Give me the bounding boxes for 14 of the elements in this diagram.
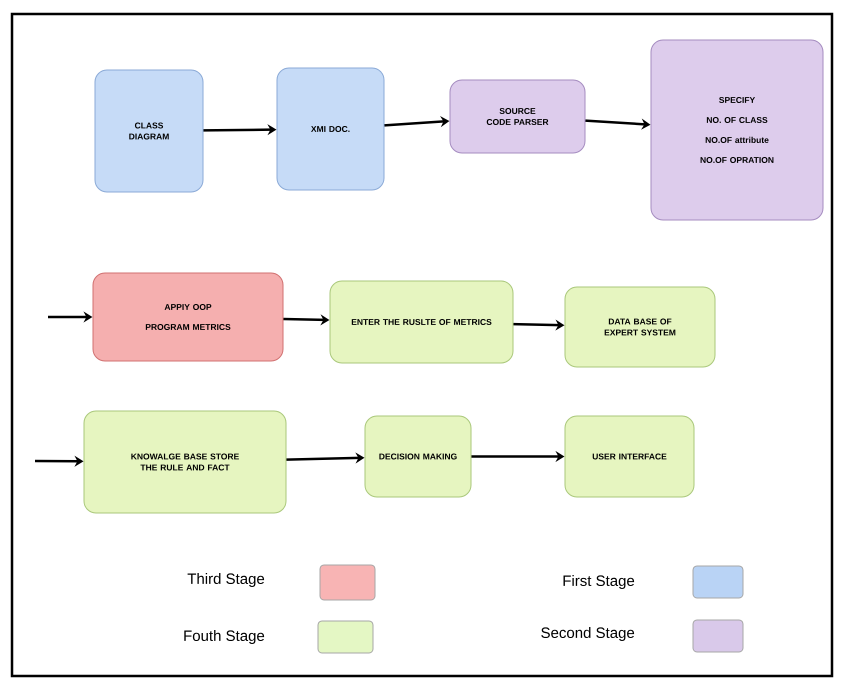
legend-label: Third Stage [188,573,264,587]
process-box: XMI DOC. [276,68,384,190]
process-box: SOURCE CODE PARSER [450,80,586,154]
process-box: SPECIFY NO. OF CLASS NO.OF attribute NO.OF OPRATION [650,40,824,220]
process-box: KNOWALGE BASE STORE THE RULE AND FACT [84,410,286,514]
process-box: ENTER THE RUSLTE OF METRICS [330,280,514,364]
process-box: APPIY OOP PROGRAM METRICS [92,272,284,362]
process-box: USER INTERFACE [564,416,694,498]
process-box: DATA BASE OF EXPERT SYSTEM [564,286,716,368]
process-box: CLASS DIAGRAM [94,70,204,192]
legend-label: Fouth Stage [184,630,264,644]
legend-label: First Stage [564,575,634,589]
legend-label: Second Stage [541,627,634,641]
process-box: DECISION MAKING [364,416,472,498]
